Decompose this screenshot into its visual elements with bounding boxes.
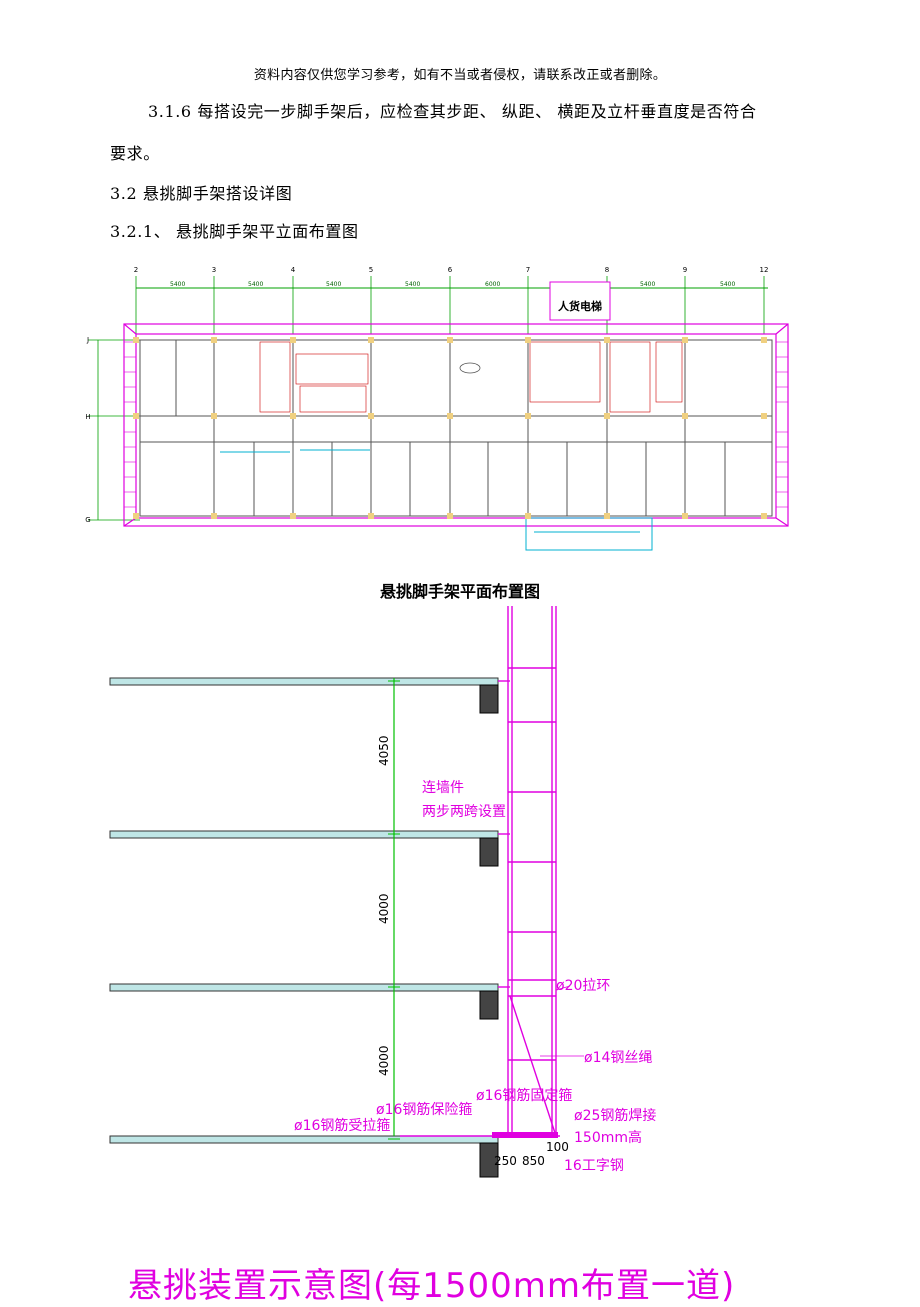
paragraph-3-1-6: 3.1.6 每搭设完一步脚手架后，应检查其步距、 纵距、 横距及立杆垂直度是否符…	[148, 102, 757, 121]
svg-text:5400: 5400	[720, 281, 735, 288]
svg-text:6000: 6000	[485, 281, 500, 288]
dim-850: 850	[522, 1154, 545, 1168]
label-i-beam: 16工字钢	[564, 1158, 624, 1174]
paragraph-3-1-6-continued: 要求。	[110, 144, 160, 163]
label-height: 150mm高	[574, 1129, 642, 1146]
axis-label-2: 2	[134, 266, 138, 274]
label-wall-tie-note: 两步两跨设置	[422, 804, 506, 820]
axis-label-4: 4	[291, 266, 296, 274]
dim-4000-a: 4000	[377, 893, 391, 924]
row-label-j: J	[86, 336, 89, 344]
dim-4050: 4050	[377, 735, 391, 766]
label-wall-tie: 连墙件	[422, 780, 464, 796]
label-pull-bar: ø16钢筋受拉箍	[294, 1117, 390, 1134]
row-label-g: G	[85, 516, 90, 524]
svg-text:5400: 5400	[170, 281, 185, 288]
heading-3-2: 3.2 悬挑脚手架搭设详图	[110, 184, 293, 203]
svg-text:5400: 5400	[248, 281, 263, 288]
svg-text:5400: 5400	[405, 281, 420, 288]
label-pull-ring: ø20拉环	[556, 978, 610, 994]
dim-250: 250	[494, 1154, 517, 1168]
axis-label-3: 3	[212, 266, 216, 274]
label-wire-rope: ø14钢丝绳	[584, 1050, 652, 1066]
label-weld: ø25钢筋焊接	[574, 1107, 656, 1124]
label-fix-hoop: ø16钢筋固定箍	[476, 1087, 572, 1104]
header-note: 资料内容仅供您学习参考，如有不当或者侵权，请联系改正或者删除。	[253, 68, 667, 83]
axis-label-6: 6	[448, 266, 453, 274]
plan-title: 悬挑脚手架平面布置图	[379, 582, 540, 601]
axis-label-7: 7	[526, 266, 530, 274]
label-safety-hoop: ø16钢筋保险箍	[376, 1101, 472, 1118]
axis-label-8: 8	[605, 266, 609, 274]
axis-label-5: 5	[369, 266, 373, 274]
axis-label-12: 12	[760, 266, 769, 274]
row-label-h: H	[85, 413, 90, 421]
dim-4000-b: 4000	[377, 1045, 391, 1076]
svg-text:5400: 5400	[326, 281, 341, 288]
axis-label-9: 9	[683, 266, 687, 274]
heading-3-2-1: 3.2.1、 悬挑脚手架平立面布置图	[110, 222, 359, 241]
svg-text:5400: 5400	[640, 281, 655, 288]
cantilever-section-drawing: 4050 4000 4000 连墙件 两步两跨设置 ø20拉环 ø14钢丝绳 ø…	[109, 606, 656, 1178]
dim-100: 100	[546, 1140, 569, 1154]
elevator-label: 人货电梯	[558, 299, 602, 313]
bottom-caption: 悬挑装置示意图(每1500mm布置一道)	[128, 1266, 736, 1306]
